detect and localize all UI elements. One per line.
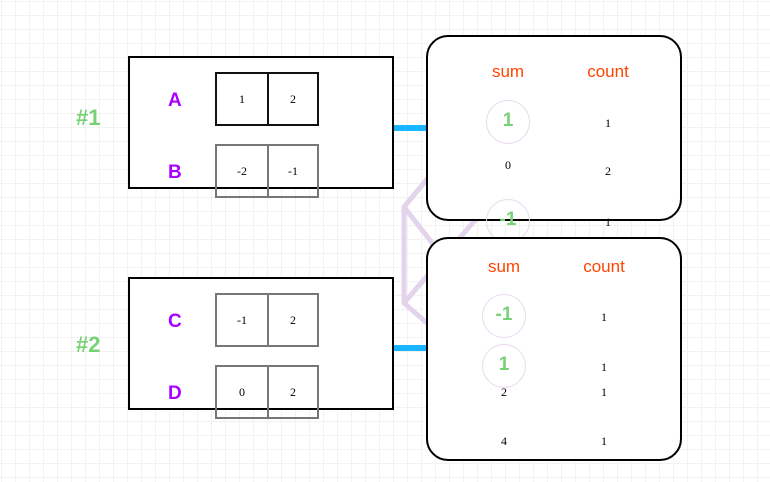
- agg1-sum-row-1: 0: [505, 158, 511, 172]
- row-label-d: D: [168, 383, 182, 404]
- agg1-sum-row-0: 1: [502, 110, 514, 131]
- agg2-highlight-circle-row-0: [482, 294, 526, 338]
- agg1-header-count: count: [587, 62, 629, 81]
- cell-pair-d: 0 2: [215, 365, 319, 419]
- aggregate-panel-1: sum count 1 1 0 2 -1 1: [426, 35, 682, 243]
- agg2-count-row-3: 1: [601, 434, 607, 448]
- agg2-highlight-circle-row-1: [482, 344, 526, 388]
- agg1-count-row-2: 1: [605, 215, 611, 229]
- cell-b-1: -1: [267, 146, 317, 196]
- agg1-sum-row-2: -1: [499, 209, 517, 230]
- cell-pair-a: 1 2: [215, 72, 319, 126]
- agg1-count-row-1: 2: [605, 164, 611, 178]
- cell-d-1: 2: [267, 367, 317, 417]
- group-label-1: #1: [76, 105, 101, 130]
- cell-pair-c: -1 2: [215, 293, 319, 347]
- agg2-sum-row-0: -1: [495, 304, 513, 325]
- agg2-count-row-2: 1: [601, 385, 607, 399]
- cell-a-1: 2: [267, 74, 317, 124]
- cell-pair-b: -2 -1: [215, 144, 319, 198]
- agg2-sum-row-2: 2: [501, 385, 507, 399]
- row-label-a: A: [168, 90, 182, 111]
- row-label-c: C: [168, 311, 182, 332]
- group-label-2: #2: [76, 332, 101, 357]
- agg2-count-row-1: 1: [601, 360, 607, 374]
- aggregate-panel-2: sum count -1 1 1 1 2 1 4 1: [426, 237, 682, 461]
- row-label-b: B: [168, 162, 182, 183]
- cell-b-0: -2: [237, 163, 247, 178]
- cell-a-0: 1: [239, 91, 245, 106]
- agg2-header-count: count: [583, 257, 625, 276]
- agg1-highlight-circle-row-0: [486, 100, 530, 144]
- cell-c-1: 2: [267, 295, 317, 345]
- agg2-sum-row-3: 4: [501, 434, 507, 448]
- agg2-count-row-0: 1: [601, 310, 607, 324]
- cell-c-0: -1: [237, 312, 247, 327]
- agg1-header-sum: sum: [491, 62, 525, 81]
- agg1-count-row-0: 1: [605, 116, 611, 130]
- agg2-sum-row-1: 1: [498, 354, 510, 375]
- partition-box-group-2: C -1 2 D 0 2: [128, 277, 394, 419]
- agg2-header-sum: sum: [487, 257, 521, 276]
- cell-d-0: 0: [239, 384, 245, 399]
- partition-box-group-1: A 1 2 B -2 -1: [128, 56, 394, 198]
